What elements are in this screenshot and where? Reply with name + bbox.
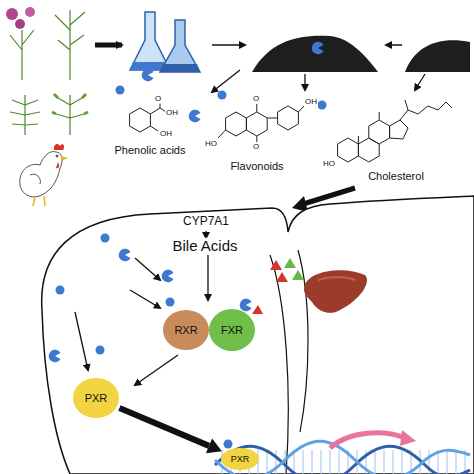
atom-label: HO — [322, 160, 336, 169]
cholesterol-structure — [338, 100, 452, 162]
rxr-receptor: RXR — [163, 310, 209, 350]
herbs — [6, 7, 88, 135]
transcription-arrow — [330, 433, 405, 448]
atom-label: O — [252, 95, 260, 104]
liver-outline — [42, 196, 474, 474]
receptor-name: PXR — [85, 392, 108, 404]
pxr-receptor: PXR — [73, 378, 119, 418]
powder-pile — [405, 40, 470, 72]
metabolite-label: Bile Acids — [171, 238, 238, 255]
thick-arrow — [119, 408, 221, 453]
liver-icon — [304, 270, 367, 313]
atom-label: OH — [159, 130, 173, 139]
chicken — [20, 144, 68, 206]
atom-label: HO — [204, 140, 218, 149]
powder-pile — [252, 36, 378, 72]
atom-label: OH — [304, 98, 318, 107]
compound-label: Flavonoids — [229, 160, 284, 172]
atom-label: O — [154, 95, 162, 104]
phenolic-structure — [130, 100, 166, 132]
receptor-name: PXR — [231, 454, 250, 464]
pxr-receptor-bound: PXR — [221, 448, 259, 470]
fxr-receptor: FXR — [209, 309, 255, 351]
receptor-name: RXR — [174, 324, 197, 336]
enzyme-label: CYP7A1 — [182, 215, 230, 228]
receptor-name: FXR — [221, 324, 243, 336]
atom-label: O — [252, 143, 260, 152]
compound-label: Phenolic acids — [114, 144, 187, 156]
dna-helix — [215, 441, 470, 474]
compound-label: Cholesterol — [367, 170, 425, 182]
flasks — [130, 12, 200, 72]
atom-label: OH — [165, 109, 179, 118]
flavonoid-structure — [218, 104, 304, 142]
